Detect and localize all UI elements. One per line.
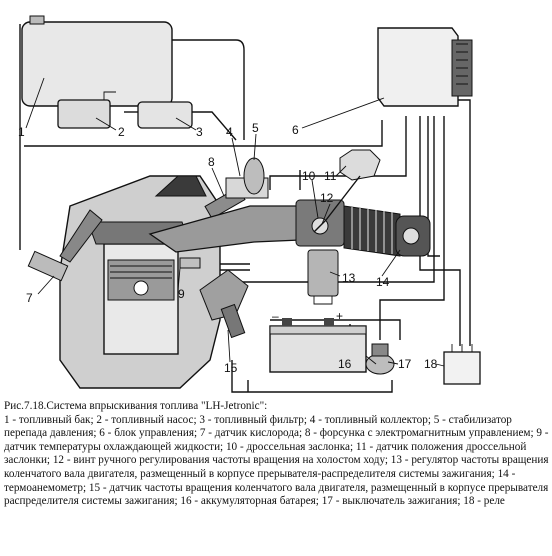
fuel-pump bbox=[57, 99, 111, 129]
label-1: 1 bbox=[18, 125, 25, 139]
label-9: 9 bbox=[178, 287, 185, 301]
label-13: 13 bbox=[342, 271, 356, 285]
intake-hose bbox=[343, 205, 401, 257]
label-3: 3 bbox=[196, 125, 203, 139]
label-7: 7 bbox=[26, 291, 33, 305]
label-10: 10 bbox=[302, 169, 316, 183]
relay bbox=[443, 351, 481, 385]
label-12: 12 bbox=[320, 191, 334, 205]
coolant-temperature-sensor bbox=[179, 257, 201, 269]
fuel-tank-cap bbox=[29, 15, 45, 25]
throttle-position-sensor bbox=[339, 149, 381, 181]
fuel-filter bbox=[137, 101, 193, 129]
fuel-injection-diagram: – + 1 2 3 4 5 6 7 8 9 10 11 12 13 14 15 … bbox=[18, 15, 481, 393]
caption-legend: 1 - топливный бак; 2 - топливный насос; … bbox=[4, 413, 549, 508]
label-16: 16 bbox=[338, 357, 352, 371]
label-6: 6 bbox=[292, 123, 299, 137]
label-14: 14 bbox=[376, 275, 390, 289]
oxygen-sensor bbox=[27, 250, 69, 282]
label-2: 2 bbox=[118, 125, 125, 139]
idle-speed-regulator bbox=[307, 249, 339, 297]
label-11: 11 bbox=[324, 169, 337, 183]
battery-minus-sign: – bbox=[272, 309, 279, 323]
fuel-tank bbox=[21, 21, 173, 107]
crankshaft bbox=[133, 280, 149, 296]
ignition-switch bbox=[365, 353, 395, 375]
caption-title: Рис.7.18.Система впрыскивания топлива "L… bbox=[4, 400, 268, 412]
figure-caption: Рис.7.18.Система впрыскивания топлива "L… bbox=[4, 400, 550, 509]
leader-lines bbox=[25, 77, 445, 367]
exhaust-port bbox=[59, 209, 103, 263]
label-17: 17 bbox=[398, 357, 412, 371]
intake-valve bbox=[154, 175, 207, 197]
label-8: 8 bbox=[208, 155, 215, 169]
control-unit bbox=[377, 27, 459, 107]
pressure-regulator bbox=[243, 157, 265, 195]
battery-plus-sign: + bbox=[336, 309, 343, 323]
label-18: 18 bbox=[424, 357, 438, 371]
label-15: 15 bbox=[224, 361, 238, 375]
label-4: 4 bbox=[226, 125, 233, 139]
label-5: 5 bbox=[252, 121, 259, 135]
